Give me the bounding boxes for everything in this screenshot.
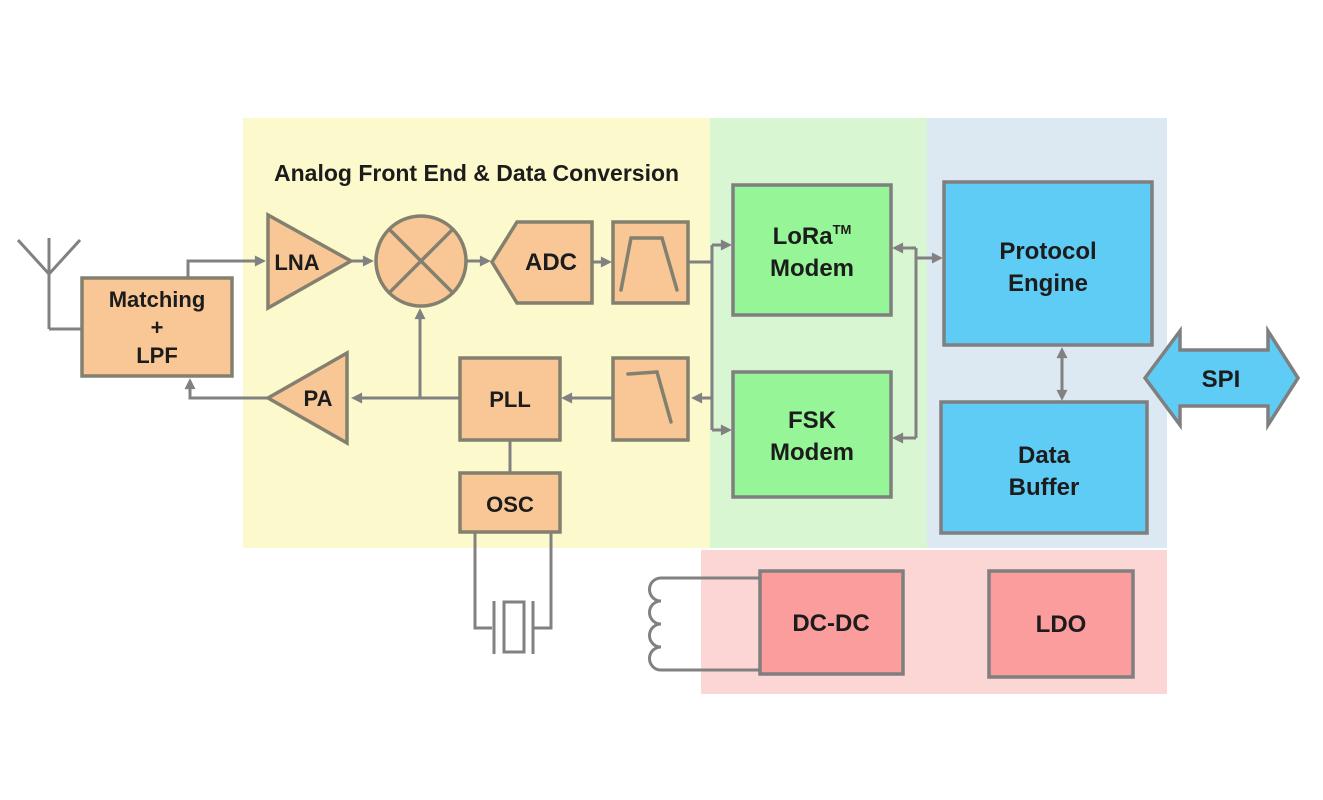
lna-block: LNA <box>266 212 355 312</box>
lowpass-filter-icon <box>626 370 673 424</box>
protocol-engine-label-1: Protocol <box>999 238 1096 265</box>
data-buffer-block: Data Buffer <box>939 400 1149 535</box>
wires <box>184 239 1068 473</box>
pll-label: PLL <box>489 387 531 412</box>
dcdc-label: DC-DC <box>792 610 869 637</box>
fsk-modem-label-1: FSK <box>788 407 837 434</box>
lna-amplifier-icon <box>266 212 355 312</box>
spi-label: SPI <box>1202 366 1241 393</box>
spi-double-arrow-icon <box>1142 325 1301 431</box>
antenna-icon <box>16 238 82 331</box>
pll-block: PLL <box>458 356 562 442</box>
wire-matching-to-lna <box>186 255 266 278</box>
inductor-icon <box>648 576 760 672</box>
pa-block: PA <box>264 349 349 447</box>
wire-pa-to-matching <box>184 378 267 400</box>
osc-label: OSC <box>486 492 534 517</box>
adc-block: ADC <box>489 220 594 305</box>
crystal-left-lead <box>473 532 492 630</box>
protocol-engine-label-2: Engine <box>1008 270 1088 297</box>
antenna-left-arm <box>16 238 51 276</box>
adc-label: ADC <box>525 249 577 276</box>
mixer-icon <box>374 214 468 308</box>
matching-lpf-box <box>80 276 234 378</box>
lowpass-filter-block <box>611 356 690 442</box>
analog-front-end-title: Analog Front End & Data Conversion <box>274 160 679 186</box>
crystal-right-lead <box>534 532 553 630</box>
lora-modem-box <box>731 183 893 317</box>
matching-lpf-label-1: Matching <box>109 287 206 312</box>
data-buffer-label-2: Buffer <box>1009 474 1080 501</box>
bandpass-filter-icon <box>619 236 679 292</box>
lora-modem-label-2: Modem <box>770 255 854 282</box>
pa-amplifier-icon <box>264 349 349 447</box>
ldo-label: LDO <box>1036 611 1087 638</box>
lora-modem-label-1: LoRaTM <box>773 222 852 250</box>
data-buffer-label-1: Data <box>1018 442 1071 469</box>
lna-label: LNA <box>274 250 319 275</box>
lora-name: LoRa <box>773 223 834 250</box>
crystal-body <box>502 600 526 654</box>
inductor-coil <box>648 576 662 672</box>
fsk-modem-block: FSK Modem <box>731 370 893 499</box>
lora-trademark: TM <box>833 222 852 237</box>
fsk-modem-box <box>731 370 893 499</box>
spi-bus: SPI <box>1142 325 1301 431</box>
dcdc-block: DC-DC <box>758 569 905 676</box>
osc-box <box>458 471 562 534</box>
matching-lpf-label-3: LPF <box>136 343 178 368</box>
pa-label: PA <box>304 386 333 411</box>
matching-lpf-label-2: + <box>151 315 164 340</box>
crystal-icon <box>473 532 553 654</box>
lora-modem-block: LoRaTM Modem <box>731 183 893 317</box>
osc-block: OSC <box>458 471 562 534</box>
ldo-block: LDO <box>987 569 1135 679</box>
mixer-cross <box>387 227 455 295</box>
bandpass-filter-block <box>611 220 690 305</box>
ldo-box <box>987 569 1135 679</box>
adc-box <box>489 220 594 305</box>
antenna-right-arm <box>47 238 82 276</box>
matching-lpf-block: Matching + LPF <box>80 276 234 378</box>
protocol-engine-block: Protocol Engine <box>942 180 1154 347</box>
fsk-modem-label-2: Modem <box>770 439 854 466</box>
protocol-engine-box <box>942 180 1154 347</box>
lowpass-filter-box <box>611 356 690 442</box>
dcdc-box <box>758 569 905 676</box>
pll-box <box>458 356 562 442</box>
data-buffer-box <box>939 400 1149 535</box>
